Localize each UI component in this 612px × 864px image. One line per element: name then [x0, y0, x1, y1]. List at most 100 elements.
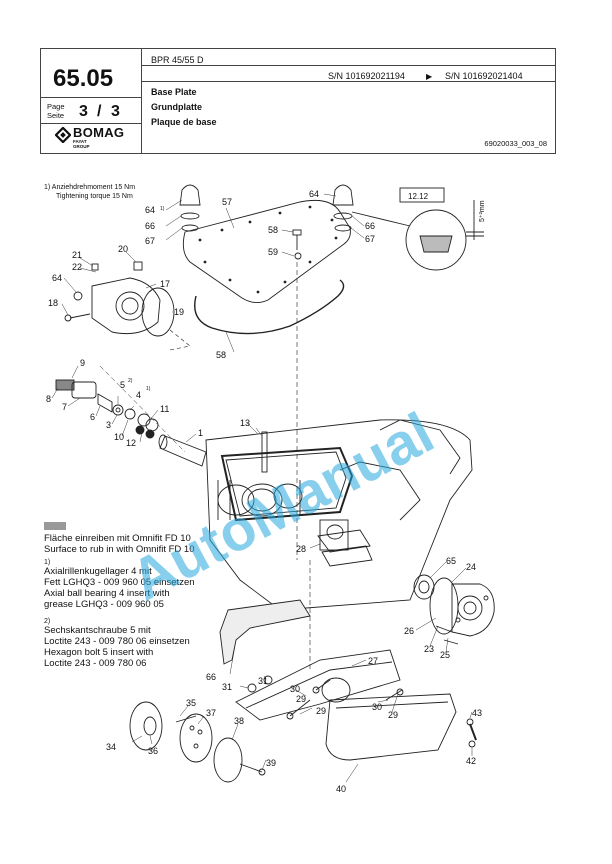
part-label: 58: [268, 225, 278, 235]
o-ring-19: [141, 287, 175, 337]
part-label: 18: [48, 298, 58, 308]
disc-38: [213, 737, 243, 783]
title-block-rule: [41, 97, 141, 98]
rubber-buffer-64: [332, 184, 354, 206]
footnote-1-line: Axial ball bearing 4 insert with: [44, 588, 170, 599]
bomag-diamond-icon: [54, 126, 72, 144]
motor-housing-17: [91, 277, 161, 335]
part-label: 5: [120, 380, 125, 390]
part-label: 3: [106, 420, 111, 430]
part-label: 35: [186, 698, 196, 708]
serial-arrow-icon: ▶: [426, 72, 433, 81]
part-label: 34: [106, 742, 116, 752]
part-label: 29: [388, 710, 398, 720]
page-total: 3: [111, 103, 120, 120]
part-label: 24: [466, 562, 476, 572]
part-label: 21: [72, 250, 82, 260]
part-label: 19: [174, 307, 184, 317]
part-label: 31: [258, 676, 268, 686]
logo-subtext: FAYAT GROUP: [73, 139, 90, 149]
part-label: 37: [206, 708, 216, 718]
part-label: 67: [145, 236, 155, 246]
part-label: 29: [316, 706, 326, 716]
detail-view-circle: [405, 209, 467, 271]
title-block: 65.05 Page Seite 3 / 3 BOMAG FAYAT GROUP…: [40, 48, 556, 154]
exciter-assembly: [55, 365, 207, 467]
footnote-marker: 2): [128, 378, 133, 384]
part-label: 65: [446, 556, 456, 566]
serial-to: S/N 101692021404: [445, 71, 523, 81]
nut-31: [247, 683, 257, 693]
part-label: 11: [160, 404, 169, 414]
part-label: 64: [309, 189, 319, 199]
footnote-2-line: Hexagon bolt 5 insert with: [44, 647, 154, 658]
footnote-marker: 1): [146, 386, 151, 392]
part-label: 59: [268, 247, 278, 257]
detail-ref-box: [399, 187, 445, 203]
page-number: 65.05: [53, 65, 114, 92]
surface-legend-swatch: [44, 522, 66, 530]
footnote-2-line: Sechskantschraube 5 mit: [44, 625, 151, 636]
screw-21: [91, 263, 99, 271]
part-label: 12: [126, 438, 136, 448]
bolt-43: [466, 718, 474, 726]
title-block-rule: [41, 123, 141, 124]
footnote-2-marker: 2): [44, 618, 51, 625]
title-block-rule: [141, 65, 555, 66]
part-label: 42: [466, 756, 476, 766]
part-label: 57: [222, 197, 232, 207]
disc-37: [179, 713, 213, 763]
surface-note-de: Fläche einreiben mit Omnifit FD 10: [44, 533, 191, 544]
part-label: 13: [240, 418, 250, 428]
part-label: 38: [234, 716, 244, 726]
part-label: 30: [372, 702, 382, 712]
bolt-29: [286, 712, 294, 720]
washer-66: [180, 212, 200, 220]
footnote-1-marker: 1): [44, 559, 51, 566]
bolt-head-45: [292, 229, 302, 236]
title-block-rule: [141, 81, 555, 82]
part-label: 1: [198, 428, 203, 438]
footnote-1-line: grease LGHQ3 - 009 960 05: [44, 599, 164, 610]
part-label: 27: [368, 656, 378, 666]
part-label: 22: [72, 262, 82, 272]
drawing-code: 69020033_003_08: [484, 139, 547, 148]
footnote-2-line: Loctite 243 - 009 780 06: [44, 658, 147, 669]
footnote-1-line: Fett LGHQ3 - 009 960 05 einsetzen: [44, 577, 195, 588]
part-label: 4: [136, 390, 141, 400]
part-label: 25: [440, 650, 450, 660]
part-label: 7: [62, 402, 67, 412]
model-name: BPR 45/55 D: [151, 55, 204, 65]
cap-57: [73, 291, 83, 301]
footnote-1-line: Axialrillenkugellager 4 mit: [44, 566, 152, 577]
part-label: 39: [266, 758, 276, 768]
seal-cord-59: [194, 279, 345, 335]
washer-46: [294, 252, 302, 260]
part-label: 40: [336, 784, 346, 794]
torque-note-en: Tightening torque 15 Nm: [56, 193, 133, 200]
title-german: Grundplatte: [151, 102, 202, 112]
part-label: 29: [296, 694, 306, 704]
part-label: 8: [46, 394, 51, 404]
bolt-30: [312, 686, 320, 694]
part-label: 66: [206, 672, 216, 682]
part-label: 43: [472, 708, 482, 718]
page-separator: /: [97, 103, 102, 120]
footnote-marker: 1): [160, 206, 165, 212]
page-current: 3: [79, 103, 88, 120]
o-ring-24: [429, 577, 459, 635]
nut-67: [334, 224, 352, 232]
part-label: 66: [145, 221, 155, 231]
part-label: 9: [80, 358, 85, 368]
bomag-logo: BOMAG FAYAT GROUP: [54, 125, 124, 149]
gear-stack: [217, 480, 303, 520]
serial-from: S/N 101692021194: [328, 71, 405, 81]
disc-34: [129, 701, 163, 751]
plate-28: [317, 529, 371, 553]
part-label: 64: [52, 273, 62, 283]
part-label: 17: [160, 279, 170, 289]
skid-plate-27: [235, 649, 401, 721]
logo-text: BOMAG: [73, 125, 125, 140]
bolt-39: [258, 768, 266, 776]
page-label: Seite: [47, 111, 65, 120]
